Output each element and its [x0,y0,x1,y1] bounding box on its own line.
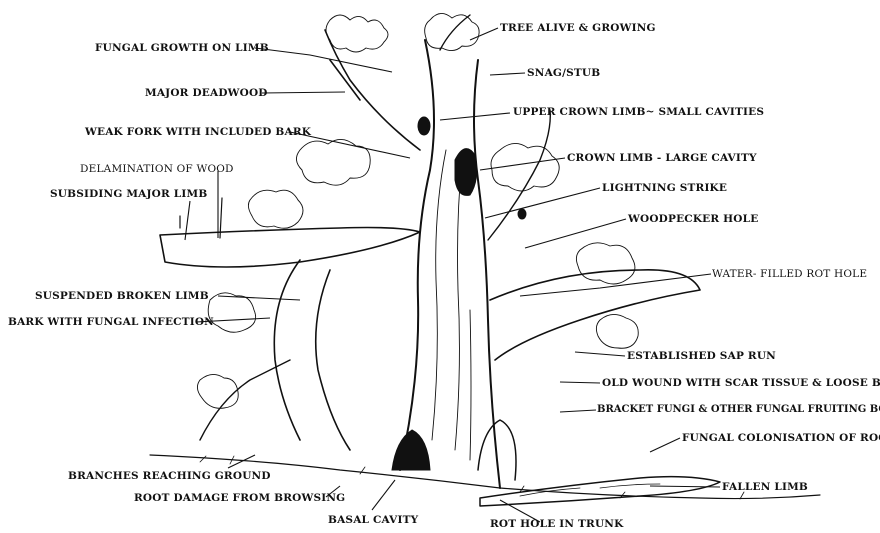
fallen-limb [480,477,720,506]
small-cavity [418,117,430,135]
label-upper-crown: UPPER CROWN LIMB~ SMALL CAVITIES [513,106,764,118]
label-bracket-fungi: BRACKET FUNGI & OTHER FUNGAL FRUITING BO… [597,404,880,416]
label-rot-hole: ROT HOLE IN TRUNK [490,518,623,530]
label-snag-stub: SNAG/STUB [527,67,600,79]
label-major-deadwood: MAJOR DEADWOOD [145,87,268,99]
leader-lines [185,28,720,522]
label-woodpecker: WOODPECKER HOLE [628,213,758,225]
label-crown-limb: CROWN LIMB - LARGE CAVITY [567,152,757,164]
label-bark-fungal: BARK WITH FUNGAL INFECTION [8,316,214,328]
crown-cavity [455,149,477,196]
label-root-damage: ROOT DAMAGE FROM BROWSING [134,492,345,504]
label-tree-alive: TREE ALIVE & GROWING [500,22,656,34]
suspended-limb [274,260,350,450]
label-weak-fork: WEAK FORK WITH INCLUDED BARK [85,126,311,138]
basal-cavity-shape [392,430,430,470]
woodpecker-hole [518,209,526,219]
label-branches-ground: BRANCHES REACHING GROUND [68,470,271,482]
deadwood [325,30,420,150]
label-basal-cavity: BASAL CAVITY [328,514,418,526]
label-lightning: LIGHTNING STRIKE [602,182,727,194]
label-delamination: DELAMINATION OF WOOD [80,163,234,175]
label-fungal-growth: FUNGAL GROWTH ON LIMB [95,42,269,54]
label-subsiding-limb: SUBSIDING MAJOR LIMB [50,188,207,200]
right-limb [490,270,700,360]
trunk [400,40,500,488]
label-fungal-root: FUNGAL COLONISATION OF ROOT [682,432,880,444]
label-old-wound: OLD WOUND WITH SCAR TISSUE & LOOSE BARK [602,377,880,389]
label-water-rot: WATER- FILLED ROT HOLE [712,268,867,280]
label-suspended-limb: SUSPENDED BROKEN LIMB [35,290,209,302]
subsiding-limb [160,228,420,268]
label-sap-run: ESTABLISHED SAP RUN [627,350,776,362]
label-fallen-limb: FALLEN LIMB [722,481,808,493]
